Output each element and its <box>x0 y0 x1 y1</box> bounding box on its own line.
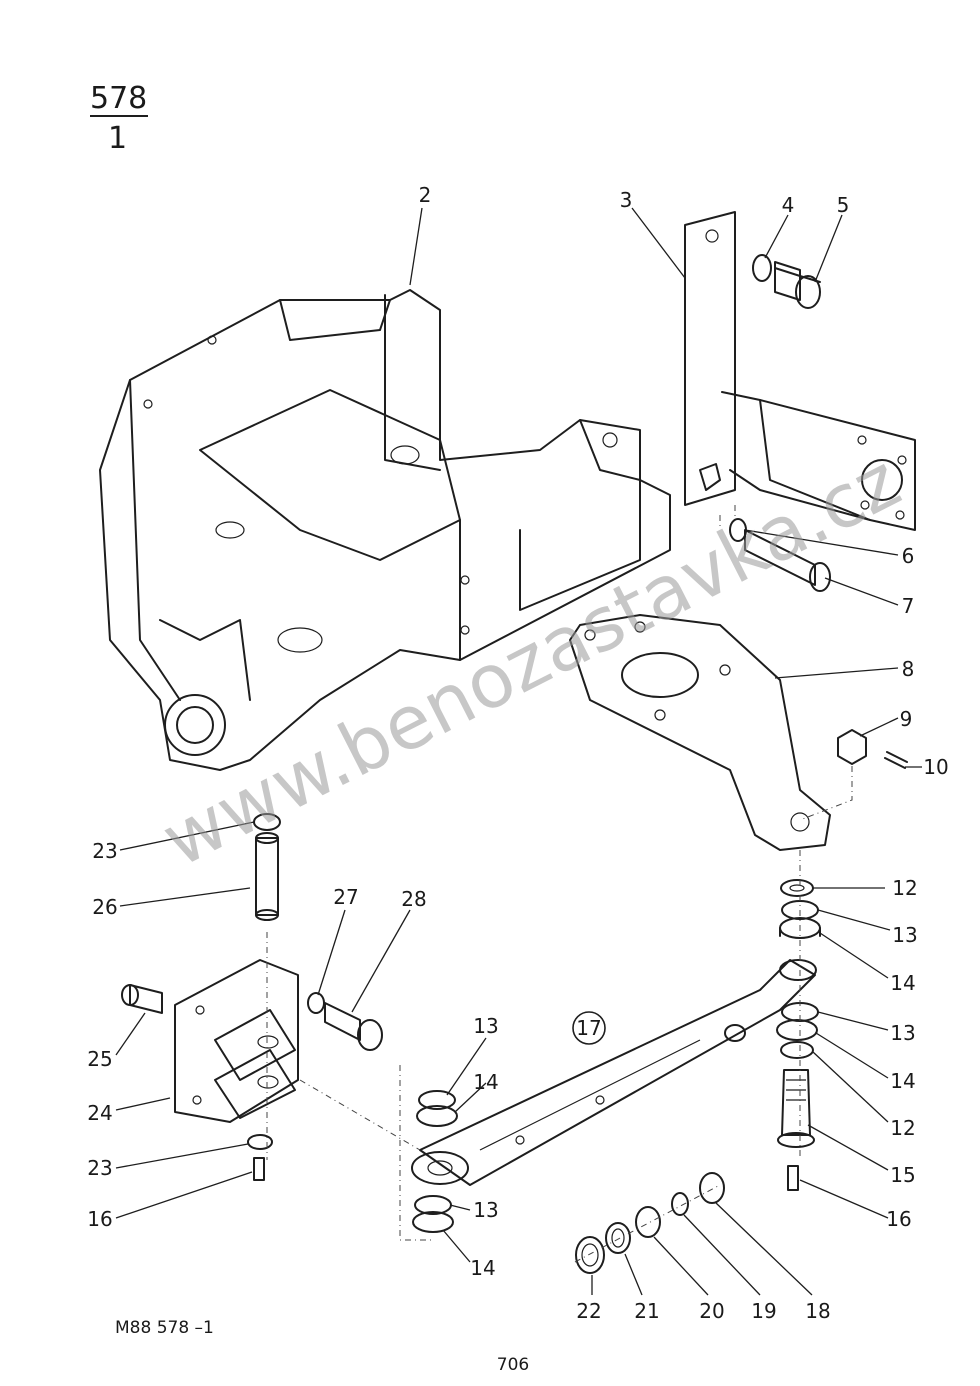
sub-number: 1 <box>108 121 127 156</box>
callout-20: 20 <box>699 1299 724 1323</box>
callout-12-lower: 12 <box>890 1116 915 1140</box>
callout-16-right: 16 <box>886 1207 911 1231</box>
washer-12-upper <box>780 879 814 897</box>
callout-14-upper: 14 <box>890 971 915 995</box>
callout-14-rod-bottom: 14 <box>470 1256 495 1280</box>
callout-13-rod-bottom: 13 <box>473 1198 498 1222</box>
callout-18: 18 <box>805 1299 830 1323</box>
callout-7: 7 <box>902 594 915 618</box>
callout-27: 27 <box>333 885 358 909</box>
ring-14-rod-top <box>416 1105 458 1127</box>
centerline-rings <box>574 1184 721 1263</box>
callout-3: 3 <box>620 188 633 212</box>
drawing-code: M88 578 –1 <box>115 1318 214 1338</box>
callout-10: 10 <box>923 755 948 779</box>
callout-22: 22 <box>576 1299 601 1323</box>
bolt-5 <box>774 261 821 309</box>
callout-9: 9 <box>900 707 913 731</box>
callout-24: 24 <box>87 1101 112 1125</box>
ring-14-upper <box>779 917 821 939</box>
ring-21 <box>605 1222 631 1254</box>
tie-rod-assembly <box>411 959 817 1186</box>
washer-4 <box>752 254 772 282</box>
assembly-callout-circle <box>572 1011 606 1045</box>
callout-13-lower: 13 <box>890 1021 915 1045</box>
ring-19 <box>671 1192 689 1216</box>
callout-23-top: 23 <box>92 839 117 863</box>
bracket <box>684 211 916 531</box>
axle-housing <box>99 289 671 771</box>
callout-23-bottom: 23 <box>87 1156 112 1180</box>
clevis-bracket-24 <box>174 959 299 1123</box>
callout-8: 8 <box>902 657 915 681</box>
callout-2: 2 <box>419 183 432 207</box>
centerline-bracket <box>719 505 736 530</box>
castle-nut <box>837 729 867 765</box>
ring-14-rod-bottom <box>412 1211 454 1233</box>
callout-13-upper: 13 <box>892 923 917 947</box>
callout-26: 26 <box>92 895 117 919</box>
ring-18 <box>699 1172 725 1204</box>
pin-15 <box>777 1069 815 1148</box>
washer-12-lower <box>780 1041 814 1059</box>
assembly-callout-17: 17 <box>576 1016 601 1040</box>
bolt-7 <box>744 529 831 592</box>
callout-14-rod-top: 14 <box>473 1070 498 1094</box>
cotter-pin <box>884 751 908 769</box>
ring-22 <box>575 1236 605 1274</box>
callout-21: 21 <box>634 1299 659 1323</box>
callout-16-left: 16 <box>87 1207 112 1231</box>
centerline-nut <box>799 766 853 821</box>
grease-nipple-16-left <box>253 1157 265 1181</box>
watermark: www.benozastavka.cz <box>149 438 913 884</box>
grease-nipple-16-right <box>787 1165 799 1191</box>
callout-14-lower: 14 <box>890 1069 915 1093</box>
callout-6: 6 <box>902 544 915 568</box>
callout-13-rod-top: 13 <box>473 1014 498 1038</box>
pin-26 <box>255 832 279 921</box>
ring-14-lower <box>776 1019 818 1041</box>
centerline-rod-end <box>399 1065 435 1241</box>
callout-4: 4 <box>782 193 795 217</box>
washer-23-bottom <box>247 1134 273 1150</box>
ring-20 <box>635 1206 661 1238</box>
washer-27 <box>307 992 325 1014</box>
callout-19: 19 <box>751 1299 776 1323</box>
callout-25: 25 <box>87 1047 112 1071</box>
callout-28: 28 <box>401 887 426 911</box>
centerline-link <box>299 1079 421 1151</box>
leader-lines <box>115 207 922 1296</box>
page-number: 706 <box>497 1355 529 1375</box>
mounting-plate <box>569 614 831 851</box>
seal-13-rod-top <box>418 1090 456 1110</box>
callout-15: 15 <box>890 1163 915 1187</box>
cap-25 <box>121 984 163 1014</box>
bolt-28 <box>324 1002 383 1051</box>
group-number: 578 <box>90 81 147 116</box>
callout-12-upper: 12 <box>892 876 917 900</box>
callout-5: 5 <box>837 193 850 217</box>
